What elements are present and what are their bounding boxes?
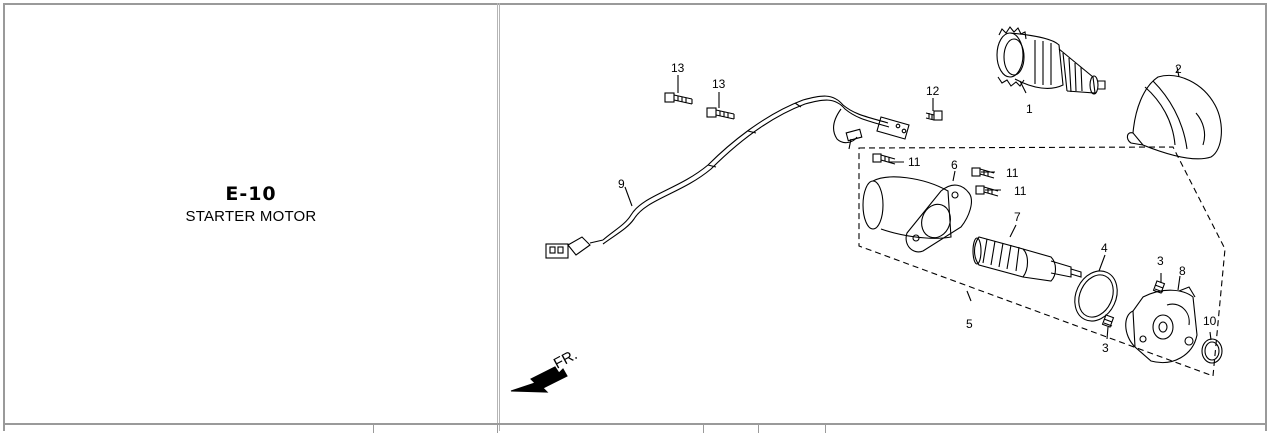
callout-5: 5	[966, 317, 973, 331]
table-column-divider	[373, 425, 374, 433]
wire-harness-part	[545, 95, 910, 259]
parts-diagram: 13 13 12 1 2 9 11 11 11 6 7 4 3 8 5 10 3…	[503, 5, 1265, 423]
callout-3b: 3	[1102, 341, 1109, 355]
callout-13b: 13	[712, 77, 726, 91]
section-header-cell: E-10 STARTER MOTOR	[5, 5, 497, 423]
callout-11c: 11	[1014, 184, 1027, 198]
parts-table-header-row	[3, 423, 1267, 433]
gear-cover-part	[1126, 75, 1222, 160]
front-direction-arrow	[510, 366, 568, 393]
callout-7: 7	[1014, 210, 1021, 224]
callout-6: 6	[951, 158, 958, 172]
screw-12	[925, 110, 943, 121]
o-ring-part	[1074, 270, 1118, 322]
assembly-outline	[858, 146, 1226, 377]
catalog-frame	[3, 3, 1267, 431]
section-code: E-10	[225, 183, 277, 205]
callout-11a: 11	[908, 155, 921, 169]
end-cover-part	[1125, 286, 1198, 363]
screw-13b	[706, 107, 735, 120]
table-column-divider	[825, 425, 826, 433]
callout-12: 12	[926, 84, 940, 98]
callout-10: 10	[1203, 314, 1217, 328]
callout-4: 4	[1101, 241, 1108, 255]
table-column-divider	[497, 425, 498, 433]
table-column-divider	[758, 425, 759, 433]
exploded-view-svg: 13 13 12 1 2 9 11 11 11 6 7 4 3 8 5 10 3…	[510, 26, 1226, 393]
brush-3b	[1101, 314, 1115, 328]
callout-11b: 11	[1006, 166, 1019, 180]
callout-13a: 13	[671, 61, 685, 75]
motor-housing-part	[862, 176, 972, 253]
section-title: STARTER MOTOR	[185, 208, 317, 225]
screw-11b	[971, 167, 995, 179]
callout-2: 2	[1175, 62, 1182, 76]
column-divider	[497, 3, 500, 431]
armature-part	[972, 236, 1082, 282]
callout-8: 8	[1179, 264, 1186, 278]
starter-gear-part	[996, 26, 1106, 95]
callout-1: 1	[1026, 102, 1033, 116]
screw-11c	[975, 185, 999, 197]
washer-part	[1201, 338, 1223, 364]
callout-3a: 3	[1157, 254, 1164, 268]
table-column-divider	[703, 425, 704, 433]
callout-9: 9	[618, 177, 625, 191]
screw-13a	[664, 92, 693, 105]
